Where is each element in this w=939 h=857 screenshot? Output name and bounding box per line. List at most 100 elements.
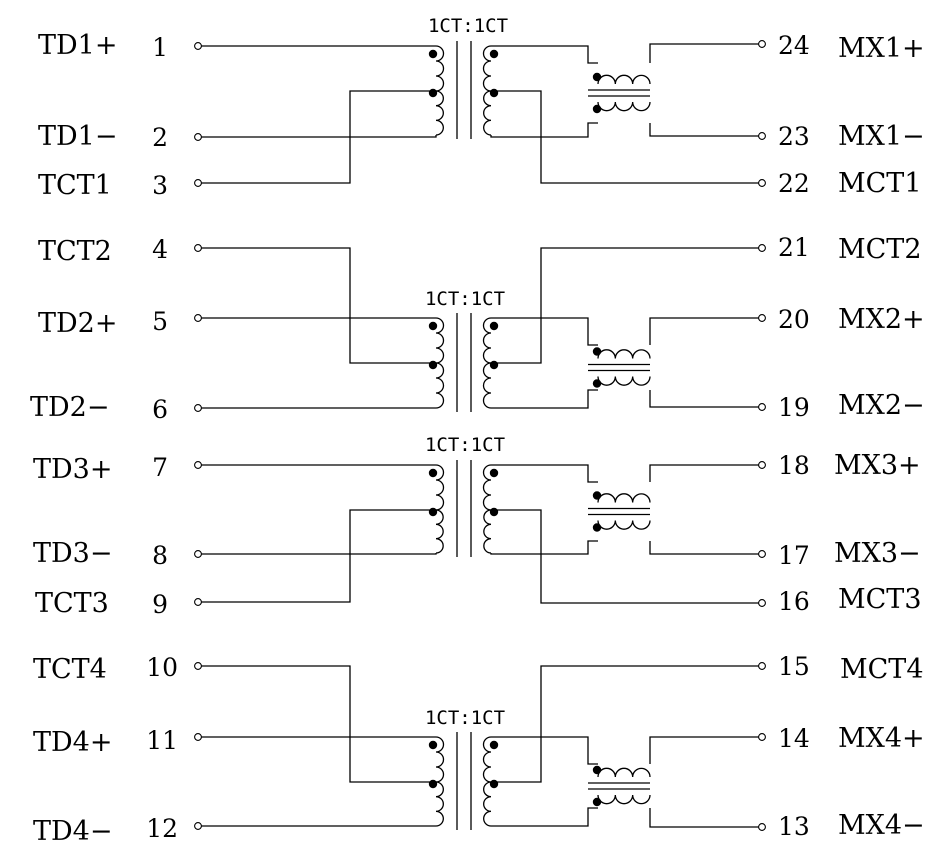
- pin-number-8: 8: [152, 541, 168, 570]
- pin-number-9: 9: [152, 590, 168, 619]
- pin-number-14: 14: [778, 724, 810, 753]
- polarity-dot-3-a-icon: [428, 468, 438, 478]
- turns-ratio-4: 1CT:1CT: [425, 707, 505, 729]
- polarity-dot-3-d-icon: [489, 507, 499, 517]
- primary-winding-2-lower-icon: [435, 362, 445, 409]
- polarity-dot-4-d-icon: [489, 779, 499, 789]
- wire-mx1-minus: [649, 123, 762, 137]
- turns-ratio-2: 1CT:1CT: [425, 288, 505, 310]
- wire-mx2-minus: [649, 390, 762, 408]
- signal-label-mx3-plus: MX3+: [834, 450, 921, 481]
- choke-dot-1-a-icon: [592, 72, 602, 82]
- wire-td3-minus: [198, 553, 437, 555]
- pin-number-15: 15: [778, 652, 810, 681]
- wire-mx4-minus: [649, 808, 762, 828]
- terminal-mct4: [758, 662, 766, 670]
- polarity-dot-1-d-icon: [489, 88, 499, 98]
- polarity-dot-1-a-icon: [428, 49, 438, 59]
- wire-sec3-top: [491, 464, 598, 483]
- signal-label-mx2-minus: MX2−: [838, 390, 925, 421]
- signal-label-mx4-plus: MX4+: [838, 723, 925, 754]
- choke-dot-3-a-icon: [592, 491, 602, 500]
- pin-number-3: 3: [152, 171, 168, 200]
- secondary-winding-2-lower-icon: [482, 362, 492, 409]
- polarity-dot-4-b-icon: [428, 779, 438, 789]
- wire-mx3-minus: [649, 541, 762, 555]
- wire-mct1: [491, 90, 762, 184]
- pin-number-11: 11: [146, 726, 178, 755]
- secondary-winding-4-upper-icon: [482, 736, 492, 783]
- signal-label-td1-plus: TD1+: [38, 30, 117, 61]
- signal-label-td2-minus: TD2−: [30, 392, 109, 423]
- terminal-mx3-minus: [758, 550, 766, 558]
- polarity-dot-3-b-icon: [428, 507, 438, 517]
- wire-tct4: [198, 665, 436, 783]
- primary-winding-1-lower-icon: [435, 90, 444, 136]
- terminals: [194, 40, 766, 831]
- signal-label-td3-minus: TD3−: [33, 538, 112, 569]
- terminal-mct2: [758, 244, 766, 252]
- choke-dot-4-a-icon: [592, 765, 602, 775]
- terminal-mx1-plus: [758, 40, 766, 48]
- polarity-dot-2-b-icon: [428, 360, 438, 370]
- terminal-mx4-minus: [758, 823, 766, 831]
- terminal-td2-minus: [194, 404, 202, 412]
- terminal-tct4: [194, 662, 202, 670]
- signal-label-mx4-minus: MX4−: [838, 810, 925, 841]
- pin-number-20: 20: [778, 305, 810, 334]
- polarity-dot-4-a-icon: [428, 740, 438, 750]
- signal-label-mx2-plus: MX2+: [838, 304, 925, 335]
- wire-td1-minus: [198, 135, 437, 138]
- polarity-dot-2-a-icon: [428, 321, 438, 331]
- wire-mct3: [491, 509, 762, 604]
- secondary-winding-2-upper-icon: [482, 317, 492, 364]
- wire-mx4-plus: [649, 736, 762, 764]
- pin-number-12: 12: [146, 814, 178, 843]
- secondary-winding-1-upper-icon: [482, 45, 492, 92]
- secondary-winding-3-upper-icon: [482, 464, 492, 511]
- pin-number-13: 13: [778, 812, 810, 841]
- choke-winding-2-lower-icon: [597, 376, 651, 386]
- signal-label-mct4: MCT4: [840, 654, 924, 685]
- wire-sec1-bottom: [490, 122, 598, 138]
- signal-label-tct1: TCT1: [38, 170, 112, 201]
- pin-number-17: 17: [778, 541, 810, 570]
- wire-tct3: [198, 509, 436, 603]
- choke-dot-4-b-icon: [592, 797, 602, 807]
- choke-dot-2-a-icon: [592, 347, 602, 356]
- terminal-mx3-plus: [758, 461, 766, 469]
- polarity-dot-3-c-icon: [489, 468, 499, 478]
- terminal-tct3: [194, 598, 202, 606]
- terminal-mx4-plus: [758, 733, 766, 741]
- terminal-mx1-minus: [758, 132, 766, 140]
- choke-dot-3-b-icon: [592, 523, 602, 532]
- terminal-td1-minus: [194, 133, 202, 141]
- wire-sec2-top: [491, 317, 598, 346]
- signal-label-td3-plus: TD3+: [33, 454, 112, 485]
- polarity-dot-4-c-icon: [489, 740, 499, 750]
- wire-tct2: [198, 247, 436, 364]
- primary-winding-4-lower-icon: [435, 781, 444, 827]
- wires: [198, 43, 762, 828]
- transformers: [428, 41, 651, 830]
- terminal-td3-plus: [194, 461, 202, 469]
- terminal-mx2-plus: [758, 314, 766, 322]
- signal-label-td4-minus: TD4−: [33, 816, 112, 847]
- choke-winding-3-lower-icon: [597, 520, 651, 530]
- terminal-td4-minus: [194, 822, 202, 830]
- polarity-dot-2-d-icon: [489, 360, 499, 370]
- signal-label-mx3-minus: MX3−: [834, 538, 921, 569]
- wire-sec1-top: [491, 45, 598, 64]
- choke-winding-4-upper-icon: [597, 767, 651, 778]
- signal-label-td4-plus: TD4+: [33, 727, 112, 758]
- signal-label-mct1: MCT1: [838, 168, 922, 199]
- wire-sec2-bottom: [491, 389, 598, 409]
- signal-label-mx1-minus: MX1−: [838, 121, 925, 152]
- polarity-dot-1-b-icon: [428, 88, 438, 98]
- wire-tct1: [198, 90, 436, 184]
- secondary-winding-3-lower-icon: [483, 509, 492, 554]
- pin-number-24: 24: [778, 31, 810, 60]
- terminal-td1-plus: [194, 42, 202, 50]
- pin-number-21: 21: [778, 233, 810, 262]
- primary-winding-1-upper-icon: [435, 45, 445, 92]
